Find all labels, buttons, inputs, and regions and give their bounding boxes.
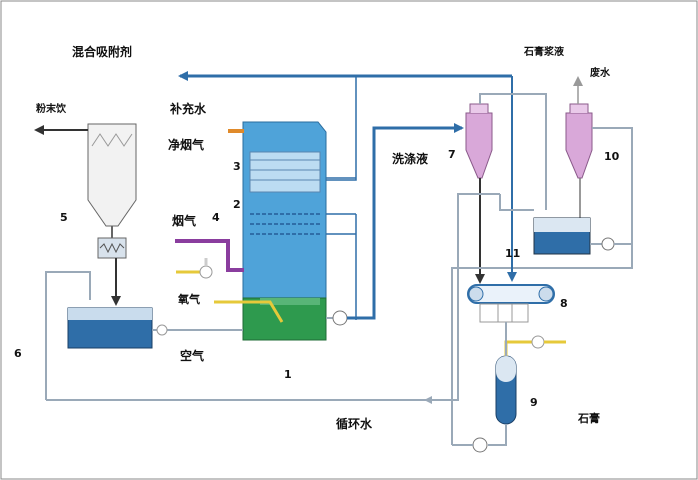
top-return-arrow <box>178 71 188 81</box>
mix-tank-top <box>68 308 152 320</box>
vacuum-box-split <box>497 304 513 322</box>
num-11: 11 <box>505 247 521 260</box>
num-4: 4 <box>212 211 220 224</box>
vacuum-receiver-top <box>496 356 516 382</box>
overflow-pipe-7 <box>479 93 547 210</box>
vacuum-box <box>479 303 529 323</box>
vacuum-pipe <box>504 340 532 356</box>
label-air: 空气 <box>180 349 205 363</box>
air-blower <box>199 265 213 279</box>
cyclone-10-top <box>569 103 589 113</box>
num-6: 6 <box>14 347 22 360</box>
label-gypsum: 石膏 <box>578 412 600 425</box>
silo-outlet-arrow <box>34 125 44 135</box>
num-7: 7 <box>448 148 456 161</box>
label-circulating-water: 循环水 <box>336 417 373 431</box>
label-oxidation-air: 氧气 <box>178 293 200 306</box>
circulating-water-line <box>46 193 500 401</box>
washing-liquid-pipe <box>347 126 462 320</box>
num-8: 8 <box>560 297 568 310</box>
washing-liquid-arrow <box>454 123 464 133</box>
absorber-tower <box>242 121 327 299</box>
rotary-feeder <box>97 237 127 259</box>
makeup-down-pipe <box>326 76 357 181</box>
underflow-arrow <box>475 274 485 284</box>
circulating-arrow <box>424 396 432 404</box>
cyclone-to-tank <box>499 194 534 211</box>
demister-section <box>249 151 321 193</box>
tank-top <box>260 298 320 305</box>
cyclone-7-top <box>469 103 489 113</box>
label-washing-liquid: 洗涤液 <box>392 152 429 166</box>
label-absorbent: 混合吸附剂 <box>72 45 133 59</box>
feeder-mark <box>99 242 125 254</box>
num-2: 2 <box>233 198 241 211</box>
filtrate-tank-top <box>534 218 590 232</box>
receiver-pump <box>472 437 488 453</box>
return-loop-right <box>451 127 633 445</box>
recirc-pump <box>332 310 348 326</box>
feeder-drop-arrow <box>111 296 121 306</box>
num-9: 9 <box>530 396 538 409</box>
spray-feed-lines <box>326 177 356 235</box>
line-11-arrow <box>507 272 517 282</box>
silo <box>87 123 137 227</box>
num-5: 5 <box>60 211 68 224</box>
flue-gas-pipe <box>175 239 244 272</box>
belt-roller-left <box>468 286 484 302</box>
num-1: 1 <box>284 368 292 381</box>
label-clean-gas: 净烟气 <box>168 138 205 152</box>
cyclone-7 <box>465 112 493 179</box>
label-top-left-outlet: 粉末饮 <box>36 104 66 115</box>
label-waste-water: 废水 <box>590 68 610 79</box>
num-3: 3 <box>233 160 241 173</box>
belt-filter <box>467 284 555 304</box>
left-return-line <box>45 271 91 400</box>
vacuum-pump <box>531 335 545 349</box>
filtrate-pump <box>601 237 615 251</box>
demister-layers <box>250 159 320 181</box>
receiver-drain <box>488 424 507 446</box>
cyclone-10-arrow <box>573 76 583 86</box>
label-gypsum-slurry: 石膏浆液 <box>524 47 564 58</box>
silo-filter <box>91 133 133 147</box>
label-makeup-water: 补充水 <box>170 102 207 116</box>
label-flue-gas: 烟气 <box>172 214 197 228</box>
oxidation-air-pipe <box>214 300 284 323</box>
mix-pump <box>156 324 168 336</box>
cyclone-10 <box>565 112 593 179</box>
belt-roller-right <box>538 286 554 302</box>
num-10: 10 <box>604 150 620 163</box>
